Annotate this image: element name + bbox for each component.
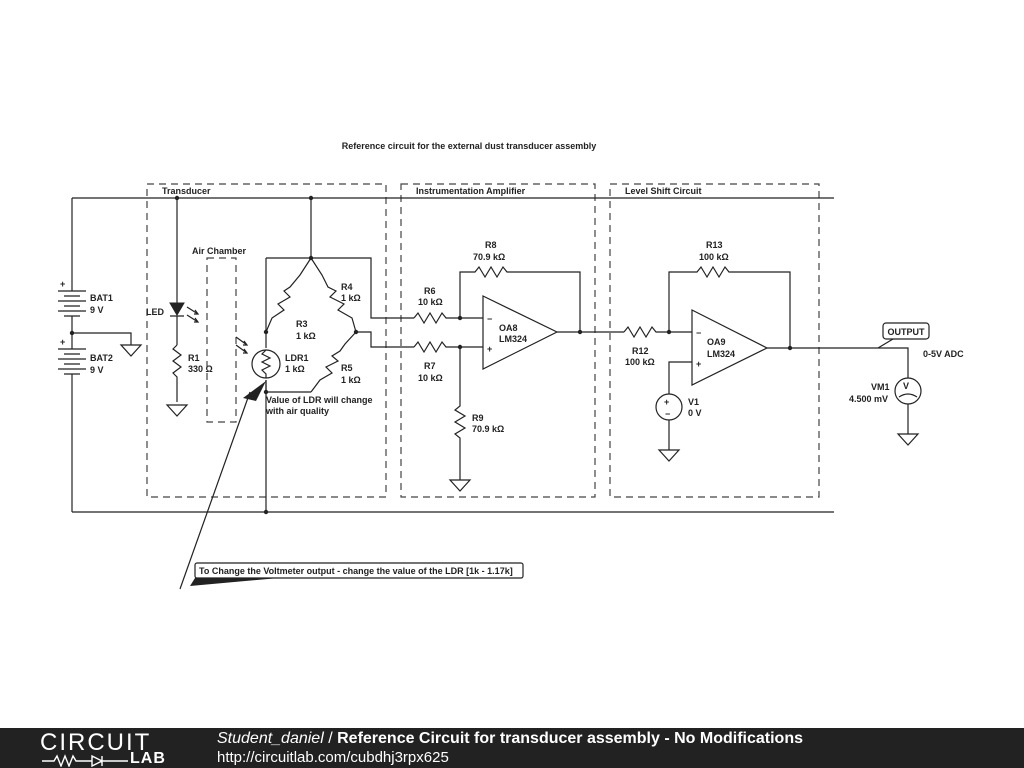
r1-value: 330 Ω	[188, 364, 213, 374]
resistor-r1: R1 330 Ω	[165, 344, 213, 417]
r4-value: 1 kΩ	[341, 293, 361, 303]
resistor-r6: R6 10 kΩ	[413, 286, 483, 325]
svg-text:−: −	[665, 409, 670, 419]
bat1-name: BAT1	[90, 293, 113, 303]
bat1-value: 9 V	[90, 305, 104, 315]
r1-name: R1	[188, 353, 200, 363]
ldr-callout: To Change the Voltmeter output - change …	[179, 381, 524, 590]
ldr-note-line1: Value of LDR will change	[266, 395, 373, 405]
r8-name: R8	[485, 240, 497, 250]
r6-name: R6	[424, 286, 436, 296]
ldr1: LDR1 1 kΩ	[251, 332, 309, 392]
svg-text:+: +	[664, 397, 669, 407]
svg-text:+: +	[60, 279, 65, 289]
circuitlab-logo[interactable]: CIRCUIT LAB	[40, 729, 180, 767]
ldr1-value: 1 kΩ	[285, 364, 305, 374]
air-chamber: Air Chamber	[192, 246, 247, 423]
footer-circuit-title[interactable]: Reference Circuit for transducer assembl…	[337, 730, 803, 747]
instrumentation-amplifier-label: Instrumentation Amplifier	[416, 186, 526, 196]
r9-value: 70.9 kΩ	[472, 424, 504, 434]
bat2-value: 9 V	[90, 365, 104, 375]
r13-value: 100 kΩ	[699, 252, 729, 262]
oa9-value: LM324	[707, 349, 735, 359]
positive-rail	[71, 197, 834, 282]
battery-bat2: + BAT2 9 V	[58, 333, 113, 382]
footer-separator: /	[323, 730, 338, 747]
r7-name: R7	[424, 361, 436, 371]
transducer-section: Transducer	[146, 183, 387, 498]
svg-text:−: −	[487, 314, 492, 324]
opamp-oa8: − + OA8 LM324	[482, 295, 559, 370]
resistor-r13: R13 100 kΩ	[668, 240, 791, 348]
light-arrows	[235, 336, 249, 354]
r9-name: R9	[472, 413, 484, 423]
battery-bat1: + BAT1 9 V	[58, 279, 113, 333]
r8-value: 70.9 kΩ	[473, 252, 505, 262]
r5-name: R5	[341, 363, 353, 373]
output-label: OUTPUT	[888, 327, 926, 337]
schematic-canvas: Reference circuit for the external dust …	[58, 141, 964, 590]
transducer-section-label: Transducer	[162, 186, 211, 196]
svg-text:−: −	[696, 328, 701, 338]
ldr1-name: LDR1	[285, 353, 309, 363]
r12-value: 100 kΩ	[625, 357, 655, 367]
r3-value: 1 kΩ	[296, 331, 316, 341]
resistor-r7: R7 10 kΩ	[413, 340, 483, 383]
logo-bottom-text: LAB	[130, 750, 166, 767]
oa8-name: OA8	[499, 323, 518, 333]
svg-text:+: +	[487, 344, 492, 354]
logo-top-text: CIRCUIT	[40, 729, 152, 756]
svg-text:+: +	[60, 337, 65, 347]
r13-name: R13	[706, 240, 723, 250]
r7-value: 10 kΩ	[418, 373, 443, 383]
wheatstone-bridge: R3 1 kΩ R4 1 kΩ R5 1 kΩ	[263, 195, 414, 515]
voltmeter-vm1: V VM1 4.500 mV	[849, 377, 922, 446]
level-shift-section: Level Shift Circuit	[609, 183, 820, 498]
vm1-name: VM1	[871, 382, 890, 392]
v1-value: 0 V	[688, 408, 702, 418]
level-shift-label: Level Shift Circuit	[625, 186, 702, 196]
vm1-value: 4.500 mV	[849, 394, 888, 404]
adc-label: 0-5V ADC	[923, 349, 964, 359]
bat2-name: BAT2	[90, 353, 113, 363]
callout-text: To Change the Voltmeter output - change …	[199, 566, 513, 576]
r3-name: R3	[296, 319, 308, 329]
resistor-r9: R9 70.9 kΩ	[448, 347, 504, 492]
footer-title-line: Student_daniel / Reference Circuit for t…	[217, 730, 803, 748]
output-wire	[767, 347, 909, 434]
v1-name: V1	[688, 397, 699, 407]
output-flag: OUTPUT	[877, 322, 930, 349]
ground-rail	[71, 382, 834, 513]
footer-url-link[interactable]: http://circuitlab.com/cubdhj3rpx625	[217, 749, 449, 766]
r4-name: R4	[341, 282, 353, 292]
instrumentation-amplifier-section: Instrumentation Amplifier	[400, 183, 596, 498]
r12-name: R12	[632, 346, 649, 356]
opamp-oa9: − + OA9 LM324	[691, 309, 769, 386]
oa9-name: OA9	[707, 337, 726, 347]
resistor-r8: R8 70.9 kΩ	[459, 240, 581, 332]
r5-value: 1 kΩ	[341, 375, 361, 385]
r6-value: 10 kΩ	[418, 297, 443, 307]
footer-bar: CIRCUIT LAB Student_daniel / Reference C…	[0, 728, 1024, 768]
led: LED	[146, 198, 200, 345]
footer-user-link[interactable]: Student_daniel	[217, 730, 324, 747]
diagram-title: Reference circuit for the external dust …	[342, 141, 597, 151]
oa8-value: LM324	[499, 334, 527, 344]
svg-text:+: +	[696, 359, 701, 369]
midpoint-ground	[69, 330, 143, 357]
voltage-source-v1: + − V1 0 V	[655, 361, 702, 462]
ldr-note-line2: with air quality	[265, 406, 329, 416]
svg-text:V: V	[903, 381, 909, 391]
led-label: LED	[146, 307, 165, 317]
air-chamber-label: Air Chamber	[192, 246, 247, 256]
resistor-r12: R12 100 kΩ	[623, 325, 692, 367]
logo-waveform-icon	[42, 754, 128, 767]
